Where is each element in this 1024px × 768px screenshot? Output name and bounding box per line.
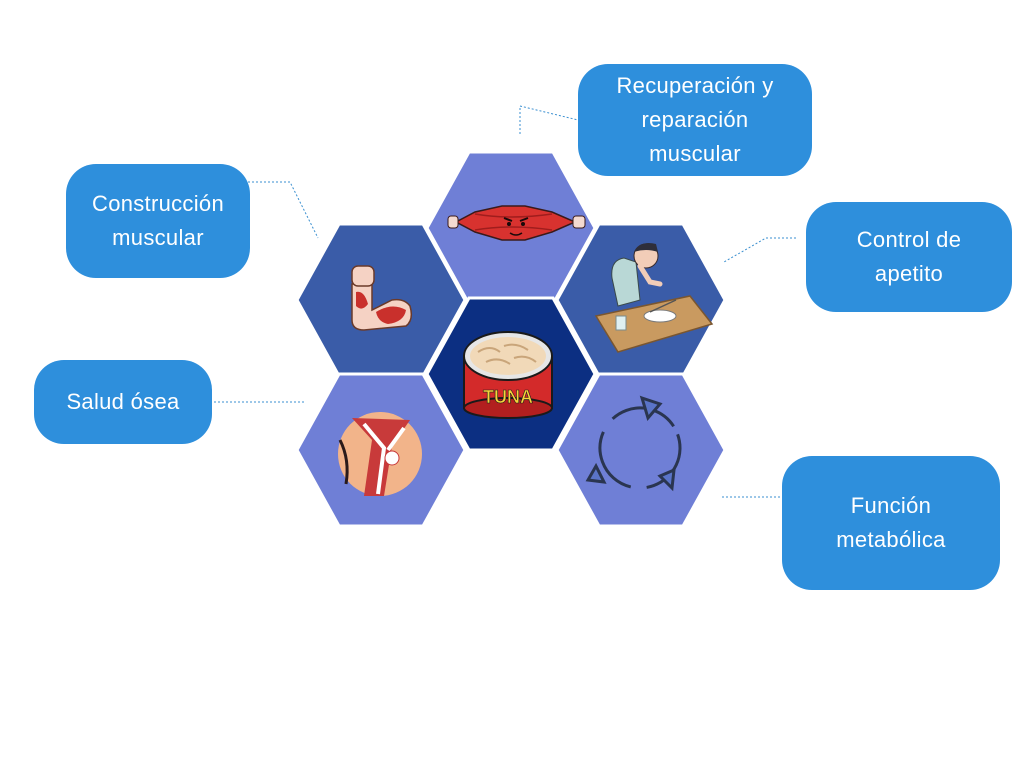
benefit-bone-health-text: Salud ósea [66, 389, 180, 414]
benefit-appetite-text: Control de apetito [856, 227, 962, 286]
flexing-arm-icon [351, 265, 413, 331]
connector-appetite [723, 237, 796, 263]
muscle-icon [447, 205, 586, 241]
knee-joint-icon [338, 412, 422, 496]
benefit-metabolism-text: Función metabólica [836, 493, 946, 552]
tuna-can-icon: TUNA [463, 331, 553, 419]
benefit-muscle-building: Construcción muscular [66, 164, 250, 278]
benefit-recovery: Recuperación y reparación muscular [578, 64, 812, 176]
benefit-appetite: Control de apetito [806, 202, 1012, 312]
benefit-bone-health: Salud ósea [34, 360, 212, 444]
connector-muscle-building [248, 181, 319, 239]
hex-metabolism [555, 372, 727, 528]
can-label: TUNA [483, 387, 533, 407]
benefit-metabolism: Función metabólica [782, 456, 1000, 590]
benefit-recovery-text: Recuperación y reparación muscular [616, 73, 774, 166]
cycle-arrows-icon [585, 395, 682, 492]
tired-person-eating-icon [594, 243, 714, 353]
connector-recovery [519, 105, 579, 134]
benefit-muscle-building-text: Construcción muscular [92, 191, 224, 250]
